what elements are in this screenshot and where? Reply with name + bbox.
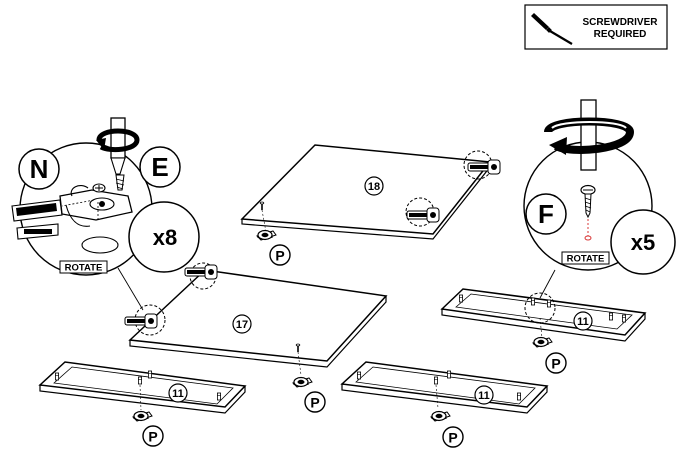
rotate-badge-left: ROTATE bbox=[59, 260, 108, 274]
quantity-left: x8 bbox=[153, 225, 177, 250]
part-number-11: 11 bbox=[478, 390, 490, 402]
part-number-11-circle bbox=[474, 385, 494, 405]
rail-11-left: 11 bbox=[38, 361, 247, 414]
rotate-badge-right: ROTATE bbox=[561, 251, 610, 265]
part-number-11-circle bbox=[168, 383, 188, 403]
part-number-17-circle bbox=[232, 314, 252, 334]
hardware-n-label: N bbox=[30, 154, 49, 184]
notice-line-2: REQUIRED bbox=[594, 29, 647, 40]
pin-hole-marker bbox=[584, 235, 592, 241]
fastener-p: P bbox=[292, 376, 326, 413]
rotate-label-right: ROTATE bbox=[567, 254, 605, 265]
part-number-18: 18 bbox=[368, 181, 380, 193]
screw-e-closeup bbox=[115, 174, 125, 191]
callout-leader bbox=[539, 269, 556, 299]
rail-11-middle: 11 bbox=[340, 361, 549, 414]
fastener-p-circle bbox=[142, 425, 164, 447]
screwdriver-required-notice: SCREWDRIVER REQUIRED bbox=[524, 4, 668, 50]
screwdriver-icon bbox=[531, 13, 573, 45]
right-callout: F x5 ROTATE bbox=[523, 99, 676, 299]
rotate-label-left: ROTATE bbox=[65, 263, 103, 274]
fastener-p: P bbox=[430, 410, 464, 448]
part-number-11-circle bbox=[573, 311, 593, 331]
panel-17: 17 bbox=[124, 262, 388, 376]
hardware-e-label: E bbox=[151, 152, 168, 182]
fastener-p: P bbox=[132, 410, 164, 447]
rail-11-right: 11 bbox=[440, 288, 647, 342]
fastener-p-circle bbox=[442, 426, 464, 448]
panel-17-top bbox=[128, 269, 388, 362]
part-number-17: 17 bbox=[236, 319, 248, 331]
fastener-p-label: P bbox=[148, 429, 157, 445]
fastener-p-label: P bbox=[275, 248, 284, 264]
part-number-11: 11 bbox=[172, 388, 184, 400]
hardware-f-label: F bbox=[538, 199, 554, 229]
pin-dashed-circle bbox=[524, 292, 556, 324]
fastener-p-circle bbox=[269, 244, 291, 266]
notice-line-1: SCREWDRIVER bbox=[582, 17, 658, 28]
hinge-closeup bbox=[11, 185, 133, 254]
left-callout: N E x8 ROTATE bbox=[11, 117, 200, 311]
screw-e bbox=[92, 183, 106, 193]
panel-18: 18 bbox=[240, 144, 501, 240]
screwdriver-rotate-icon bbox=[544, 99, 635, 171]
screw-f bbox=[580, 184, 596, 219]
fastener-p-label: P bbox=[551, 356, 560, 372]
hardware-f-circle bbox=[525, 193, 567, 235]
quantity-circle-right bbox=[610, 209, 676, 275]
hardware-n-circle bbox=[18, 148, 60, 190]
fastener-p-label: P bbox=[310, 395, 319, 411]
quantity-right: x5 bbox=[631, 230, 655, 255]
callout-leader bbox=[117, 267, 144, 311]
fastener-p-label: P bbox=[448, 430, 457, 446]
hardware-e-circle bbox=[139, 146, 181, 188]
fastener-p-circle bbox=[545, 352, 567, 374]
fastener-p: P bbox=[256, 229, 291, 266]
quantity-circle-left bbox=[128, 201, 200, 273]
fastener-p-circle bbox=[304, 391, 326, 413]
screwdriver-rotate-icon bbox=[96, 117, 140, 175]
fastener-p: P bbox=[532, 336, 567, 374]
part-number-18-circle bbox=[364, 176, 384, 196]
part-number-11: 11 bbox=[577, 316, 589, 328]
